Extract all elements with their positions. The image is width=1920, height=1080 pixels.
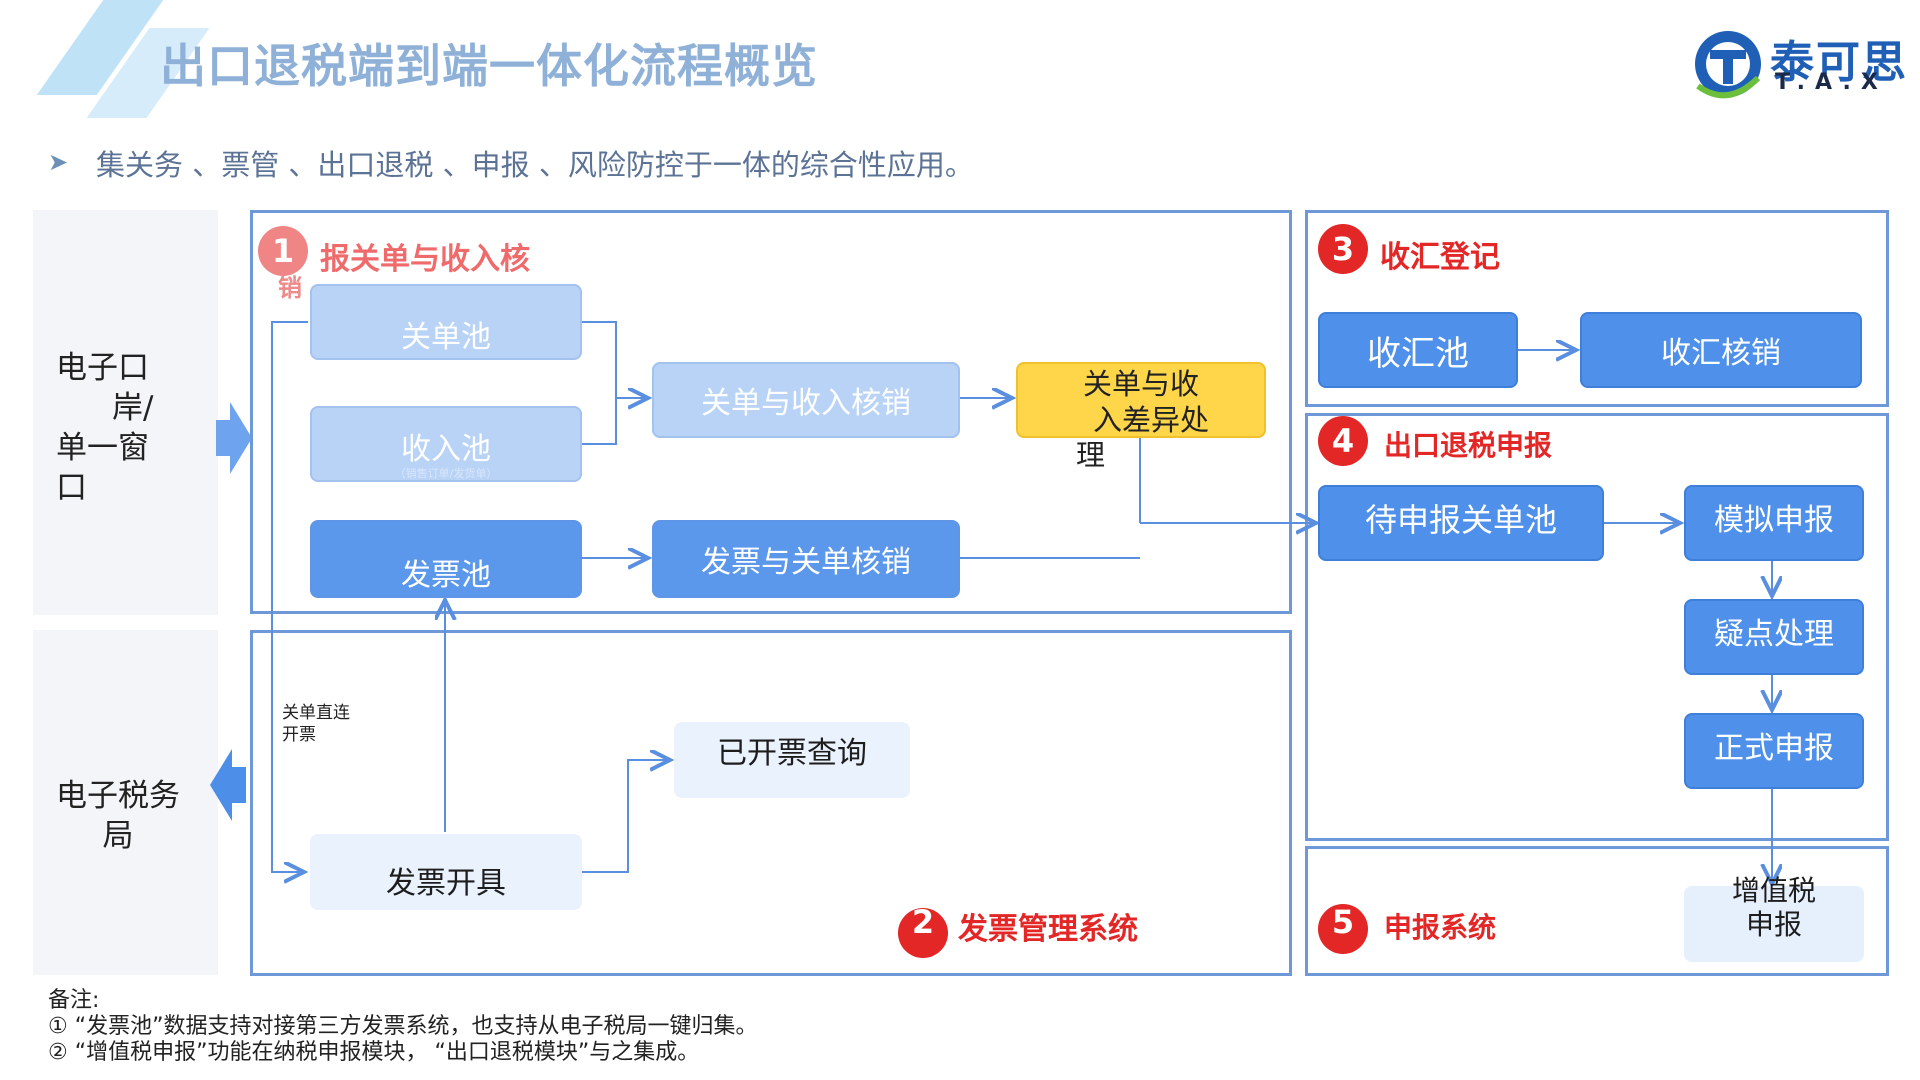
section-4-number: 4 xyxy=(1318,416,1368,466)
page-title: 出口退税端到端一体化流程概览 xyxy=(160,39,818,93)
section-4-frame xyxy=(1305,413,1889,841)
notes-heading: 备注: xyxy=(48,988,100,1013)
diff-handle-box[interactable]: 关单与收 入差异处 xyxy=(1016,362,1266,438)
arrow-left-icon xyxy=(210,749,246,821)
logo-subtext: T.A.X xyxy=(1775,70,1888,95)
left-panel-top xyxy=(33,210,218,615)
single-window-label: 电子口 岸/ 单一窗 口 xyxy=(56,350,154,506)
section-5-number: 5 xyxy=(1318,904,1368,954)
invoice-issue-box[interactable]: 发票开具 xyxy=(310,834,582,910)
logo-icon xyxy=(1695,31,1761,99)
diff-handle-overflow-text: 理 xyxy=(1076,438,1106,472)
section-5-title: 申报系统 xyxy=(1384,911,1497,944)
vat-declare-box[interactable]: 增值税 申报 xyxy=(1684,874,1864,962)
left-panel-bottom xyxy=(33,630,218,975)
guandan-income-verify-box[interactable]: 关单与收入核销 xyxy=(652,362,960,438)
fx-pool-box[interactable]: 收汇池 xyxy=(1318,312,1518,388)
triangle-right-icon: ➤ xyxy=(48,148,69,176)
formal-declare-box[interactable]: 正式申报 xyxy=(1684,713,1864,789)
issued-query-box[interactable]: 已开票查询 xyxy=(674,722,910,798)
section-1-title-wrap: 销 xyxy=(278,274,302,302)
logo-text: 泰可思 xyxy=(1770,37,1908,88)
e-tax-bureau-label: 电子税务 局 xyxy=(56,778,180,854)
income-pool-box[interactable]: 收入池 （销售订单/发货单） xyxy=(310,406,582,482)
notes-line-1: ① “发票池”数据支持对接第三方发票系统，也支持从电子税局一键归集。 xyxy=(48,1014,758,1039)
section-5-frame xyxy=(1305,846,1889,976)
section-2-frame xyxy=(250,630,1292,976)
section-1-frame xyxy=(250,210,1292,614)
section-2-title: 发票管理系统 xyxy=(958,912,1138,947)
section-3-number: 3 xyxy=(1318,224,1368,274)
invoice-pool-box[interactable]: 发票池 xyxy=(310,520,582,598)
section-1-title: 报关单与收入核 xyxy=(320,242,530,277)
notes-line-2: ② “增值税申报”功能在纳税申报模块， “出口退税模块”与之集成。 xyxy=(48,1040,700,1065)
pending-pool-box[interactable]: 待申报关单池 xyxy=(1318,485,1604,561)
doubt-handle-box[interactable]: 疑点处理 xyxy=(1684,599,1864,675)
invoice-guandan-verify-box[interactable]: 发票与关单核销 xyxy=(652,520,960,598)
arrow-right-icon xyxy=(216,402,252,474)
fx-verify-box[interactable]: 收汇核销 xyxy=(1580,312,1862,388)
sim-declare-box[interactable]: 模拟申报 xyxy=(1684,485,1864,561)
section-3-frame xyxy=(1305,210,1889,407)
page-subtitle: 集关务 、票管 、出口退税 、申报 、风险防控于一体的综合性应用。 xyxy=(96,148,974,182)
direct-issue-label: 关单直连 开票 xyxy=(282,703,350,745)
guandan-pool-box[interactable]: 关单池 xyxy=(310,284,582,360)
section-4-title: 出口退税申报 xyxy=(1384,429,1553,462)
section-2-number: 2 xyxy=(898,906,948,958)
section-1-number: 1 xyxy=(258,226,308,276)
section-3-title: 收汇登记 xyxy=(1380,240,1500,275)
